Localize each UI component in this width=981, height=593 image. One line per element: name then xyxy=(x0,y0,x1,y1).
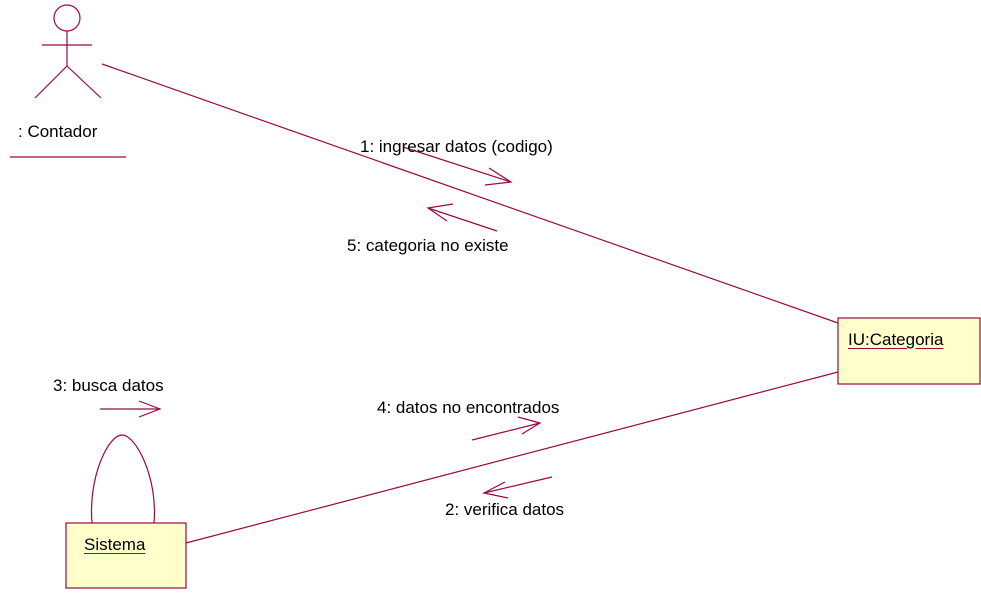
arrow-m5 xyxy=(426,203,498,232)
arrow-m2 xyxy=(482,476,553,499)
message-label-4: 4: datos no encontrados xyxy=(377,398,560,417)
message-label-3: 3: busca datos xyxy=(53,376,164,395)
self-link-sistema[interactable] xyxy=(90,434,156,524)
actor-left-leg xyxy=(34,65,68,99)
link-contador-iu[interactable] xyxy=(101,63,839,324)
arrow-m1 xyxy=(402,146,513,186)
actor-label: : Contador xyxy=(18,122,98,141)
iu-categoria-label: IU:Categoria xyxy=(848,330,944,349)
sistema-label: Sistema xyxy=(84,535,146,554)
arrow-m4 xyxy=(471,416,542,441)
message-label-2: 2: verifica datos xyxy=(445,500,565,519)
sistema-box[interactable] xyxy=(65,522,187,589)
link-sistema-iu[interactable] xyxy=(185,371,839,544)
message-label-1: 1: ingresar datos (codigo) xyxy=(360,137,553,156)
message-label-5: 5: categoria no existe xyxy=(347,236,509,255)
actor-right-leg xyxy=(66,65,102,99)
iu-categoria-box[interactable] xyxy=(837,317,981,385)
actor-head xyxy=(53,4,81,32)
actor-figure[interactable] xyxy=(34,4,102,99)
arrow-m3 xyxy=(100,400,162,418)
